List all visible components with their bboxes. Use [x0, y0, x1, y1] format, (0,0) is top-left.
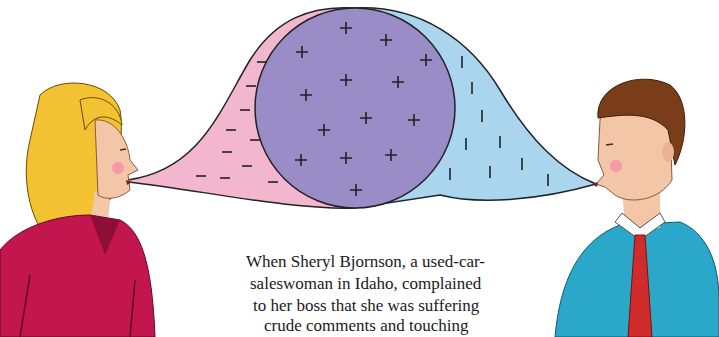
overlap-circle [255, 8, 455, 208]
man-figure [555, 79, 719, 337]
plus-signs [295, 22, 432, 196]
paragraph-line: to her boss that she was suffering [253, 296, 479, 316]
paragraph-line: saleswoman in Idaho, complained [250, 274, 481, 294]
minus-signs [196, 62, 278, 182]
paragraph-line: crude comments and touching [264, 316, 468, 336]
paragraph-line: When Sheryl Bjornson, a used-car- [246, 252, 485, 272]
bar-signs [450, 56, 548, 186]
woman-figure [0, 83, 155, 337]
